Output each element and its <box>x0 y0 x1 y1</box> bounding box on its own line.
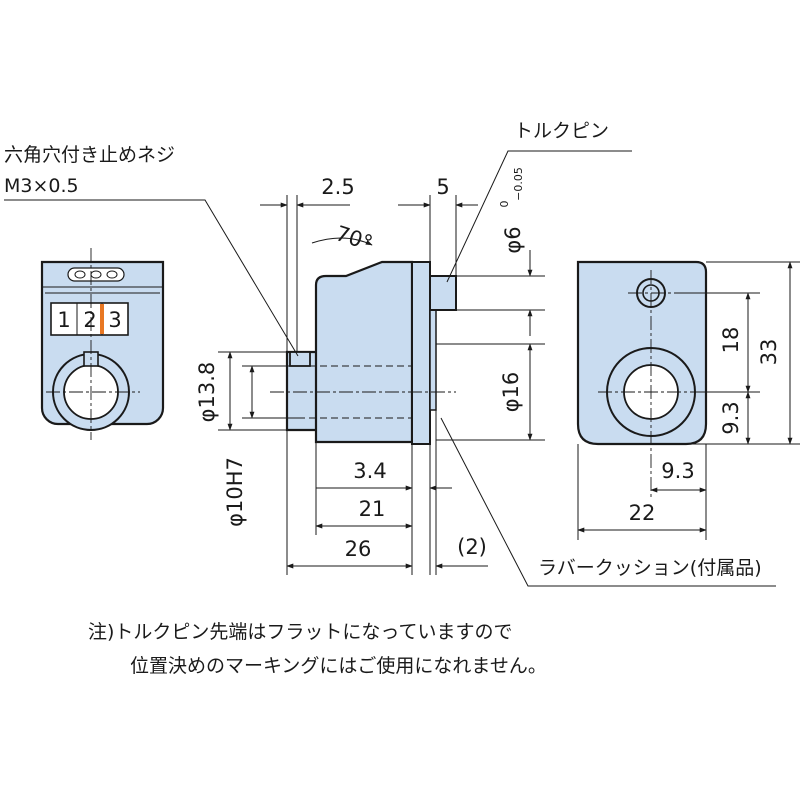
dim-26: 26 <box>345 537 372 561</box>
note-line-1: 注)トルクピン先端はフラットになっていますので <box>88 621 512 643</box>
side-view <box>270 260 457 445</box>
side-body <box>314 260 414 444</box>
dial-window: 1 2 3 <box>50 302 129 336</box>
rubber-cushion-plate <box>411 261 431 445</box>
dim-3-4: 3.4 <box>353 459 386 483</box>
rear-dimensions: 18 9.3 33 9.3 22 <box>577 261 800 540</box>
dim-phi6-tol-upper: 0 <box>498 201 511 208</box>
brand-logo-plate <box>67 267 125 282</box>
set-screw-side <box>289 351 311 367</box>
dim-phi13-8: φ13.8 <box>195 362 219 423</box>
dial-number-1: 1 <box>57 308 70 332</box>
dim-9-3-horizontal: 9.3 <box>661 459 694 483</box>
dim-22: 22 <box>629 501 656 525</box>
dim-phi6: φ6 <box>501 226 525 253</box>
dim-5: 5 <box>436 175 449 199</box>
dial-number-2: 2 <box>83 308 96 332</box>
dim-angle-70: 70° <box>333 221 376 255</box>
dim-18: 18 <box>719 327 743 354</box>
dim-2-5: 2.5 <box>321 175 354 199</box>
dim-21: 21 <box>359 497 386 521</box>
front-view: 1 2 3 <box>40 248 165 440</box>
callouts: 六角穴付き止めネジ M3×0.5 トルクピン ラバークッション(付属品) <box>4 120 776 587</box>
dial-indicator-mark <box>100 304 104 334</box>
dim-phi16: φ16 <box>499 372 523 413</box>
dial-number-3: 3 <box>108 308 121 332</box>
dim-phi10h7: φ10H7 <box>223 457 247 527</box>
dim-9-3-vertical: 9.3 <box>719 401 743 434</box>
dim-2-paren: (2) <box>457 535 487 559</box>
rear-view <box>576 260 708 500</box>
torque-pin-label: トルクピン <box>514 120 609 142</box>
dim-33: 33 <box>757 339 781 366</box>
torque-pin <box>429 275 457 311</box>
note-line-2: 位置決めのマーキングにはご使用になれません。 <box>130 655 547 677</box>
set-screw-size-label: M3×0.5 <box>4 175 79 197</box>
set-screw-label: 六角穴付き止めネジ <box>4 144 175 166</box>
side-dimensions: 2.5 5 70° φ6 0 −0.05 φ16 φ13.8 <box>195 167 545 575</box>
rubber-cushion-label: ラバークッション(付属品) <box>538 557 762 579</box>
dim-phi6-tol-lower: −0.05 <box>512 167 525 201</box>
